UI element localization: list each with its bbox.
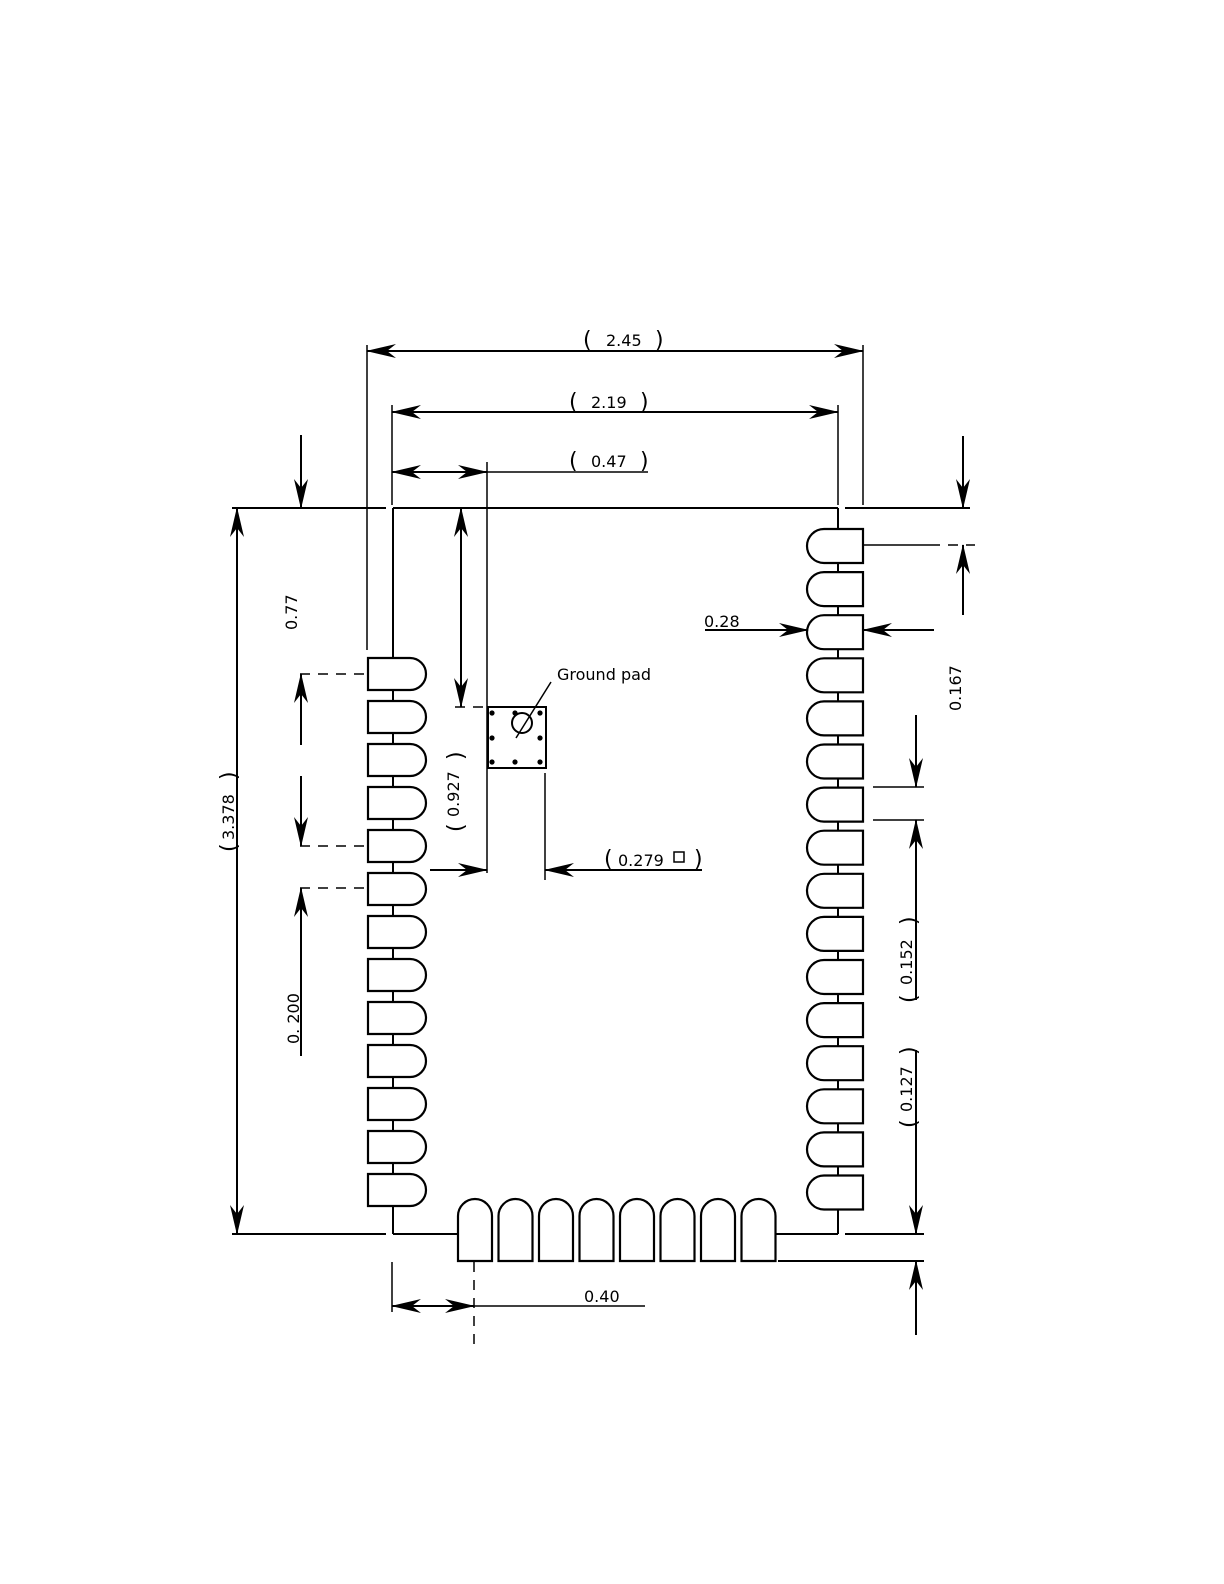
left-pad xyxy=(368,701,426,733)
left-pad xyxy=(368,744,426,776)
right-pad xyxy=(807,917,863,951)
right-pad xyxy=(807,745,863,779)
left-pad xyxy=(368,1045,426,1077)
dim-0.28: 0.28 xyxy=(704,612,740,631)
dim-0.200: 0. 200 xyxy=(284,993,303,1044)
bottom-pad xyxy=(742,1199,776,1261)
left-pad xyxy=(368,916,426,948)
left-pad xyxy=(368,787,426,819)
right-pad xyxy=(807,615,863,649)
dim-0.167: 0.167 xyxy=(946,665,965,711)
svg-text:): ) xyxy=(897,1046,922,1055)
bottom-pad xyxy=(539,1199,573,1261)
svg-text:): ) xyxy=(444,751,469,760)
left-pad xyxy=(368,1131,426,1163)
svg-text:): ) xyxy=(655,328,664,353)
svg-text:): ) xyxy=(640,449,649,474)
left-pad xyxy=(368,830,426,862)
ground-pad: Ground pad xyxy=(488,665,651,768)
svg-text:(: ( xyxy=(583,328,592,353)
svg-text:(: ( xyxy=(444,823,469,832)
ground-pad-label: Ground pad xyxy=(557,665,651,684)
bottom-pad xyxy=(701,1199,735,1261)
dim-2.45: 2.45 xyxy=(606,331,642,350)
right-pad xyxy=(807,1089,863,1123)
svg-text:(: ( xyxy=(217,843,242,852)
right-pad xyxy=(807,831,863,865)
right-pad xyxy=(807,1003,863,1037)
dim-0.127: 0.127 xyxy=(897,1066,916,1112)
svg-text:(: ( xyxy=(897,994,922,1003)
square-symbol-icon xyxy=(674,852,684,862)
svg-text:(: ( xyxy=(569,390,578,415)
right-pad xyxy=(807,658,863,692)
bottom-pad xyxy=(458,1199,492,1261)
svg-text:(: ( xyxy=(897,1119,922,1128)
right-pad-column xyxy=(807,529,863,1210)
svg-text:(: ( xyxy=(604,847,613,872)
dim-0.40: 0.40 xyxy=(584,1287,620,1306)
left-pad xyxy=(368,1088,426,1120)
left-pad-column xyxy=(368,658,426,1206)
right-pad xyxy=(807,1132,863,1166)
dim-0.279: 0.279 xyxy=(618,851,664,870)
right-pad xyxy=(807,701,863,735)
right-pad xyxy=(807,529,863,563)
bottom-pad-row xyxy=(458,1199,776,1261)
dim-0.152: 0.152 xyxy=(897,939,916,985)
right-pad xyxy=(807,960,863,994)
right-pad xyxy=(807,874,863,908)
left-pad xyxy=(368,873,426,905)
left-pad xyxy=(368,1002,426,1034)
svg-text:): ) xyxy=(694,847,703,872)
bottom-pad xyxy=(620,1199,654,1261)
right-pad xyxy=(807,1176,863,1210)
right-pad xyxy=(807,788,863,822)
right-pad xyxy=(807,1046,863,1080)
right-pad xyxy=(807,572,863,606)
left-pad xyxy=(368,1174,426,1206)
dim-0.47: 0.47 xyxy=(591,452,627,471)
svg-text:): ) xyxy=(640,390,649,415)
svg-text:(: ( xyxy=(569,449,578,474)
left-pad xyxy=(368,658,426,690)
dim-0.927: 0.927 xyxy=(444,771,463,817)
dim-3.378: 3.378 xyxy=(219,794,238,840)
left-pad xyxy=(368,959,426,991)
svg-text:): ) xyxy=(217,771,242,780)
bottom-pad xyxy=(499,1199,533,1261)
dim-2.19: 2.19 xyxy=(591,393,627,412)
bottom-pad xyxy=(661,1199,695,1261)
dim-0.77: 0.77 xyxy=(282,594,301,630)
bottom-pad xyxy=(580,1199,614,1261)
svg-text:): ) xyxy=(897,916,922,925)
